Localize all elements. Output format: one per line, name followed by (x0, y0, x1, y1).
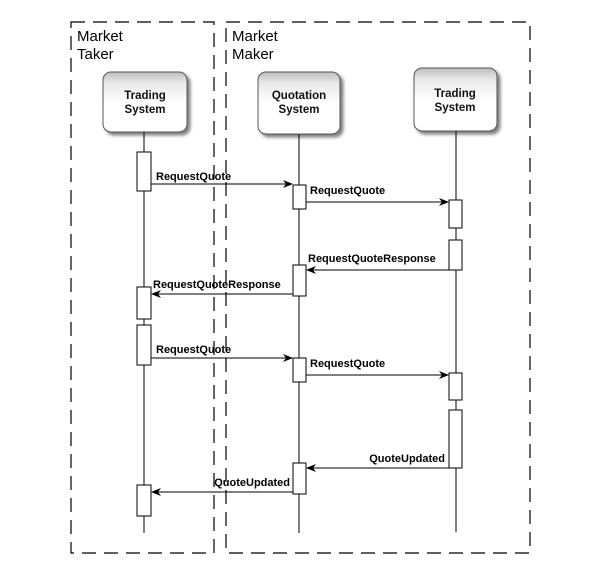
activation-box (292, 357, 307, 383)
message-label: RequestQuoteResponse (308, 253, 436, 265)
frame-label-line-1: Market (232, 28, 279, 45)
activation-box (136, 151, 152, 192)
actor-label-line-2: System (435, 102, 476, 114)
activation-box (292, 184, 307, 210)
activation-box (136, 286, 152, 320)
message-request-quote-2[interactable]: RequestQuote (306, 185, 449, 206)
message-label: QuoteUpdated (369, 453, 445, 465)
activation-box (136, 484, 152, 517)
message-label: QuoteUpdated (214, 477, 290, 489)
frame-market-maker: Market Maker (225, 21, 531, 554)
message-request-quote-response-2[interactable]: RequestQuoteResponse (151, 279, 293, 298)
activations (136, 151, 463, 517)
actor-label-line-2: System (279, 104, 320, 116)
frame-label-line-2: Maker (232, 46, 274, 63)
message-quote-updated-2[interactable]: QuoteUpdated (151, 477, 293, 496)
actor-taker-trading-system[interactable]: Trading System (102, 71, 188, 133)
actor-maker-trading-system[interactable]: Trading System (413, 67, 498, 132)
message-request-quote-1[interactable]: RequestQuote (151, 171, 293, 188)
message-quote-updated-1[interactable]: QuoteUpdated (306, 453, 449, 472)
activation-box (448, 409, 463, 469)
message-request-quote-response-1[interactable]: RequestQuoteResponse (306, 253, 449, 274)
actor-label-line-2: System (125, 104, 166, 116)
frame-market-taker: Market Taker (70, 21, 215, 554)
message-label: RequestQuote (156, 171, 231, 183)
activation-box (292, 462, 307, 495)
message-request-quote-3[interactable]: RequestQuote (151, 344, 293, 362)
actor-label-line-1: Trading (434, 88, 476, 100)
activation-box (448, 199, 463, 229)
message-label: RequestQuote (310, 185, 385, 197)
message-label: RequestQuote (310, 358, 385, 370)
message-label: RequestQuote (156, 344, 231, 356)
activation-box (136, 324, 152, 366)
actor-maker-quotation-system[interactable]: Quotation System (257, 71, 341, 135)
frame-label-line-1: Market (77, 28, 124, 45)
frame-label-line-2: Taker (77, 46, 114, 63)
activation-box (448, 372, 463, 401)
message-label: RequestQuoteResponse (153, 279, 281, 291)
actor-label-line-1: Quotation (272, 90, 326, 102)
activation-box (448, 239, 463, 271)
activation-box (292, 264, 307, 297)
message-request-quote-4[interactable]: RequestQuote (306, 358, 449, 379)
actor-label-line-1: Trading (124, 90, 166, 102)
